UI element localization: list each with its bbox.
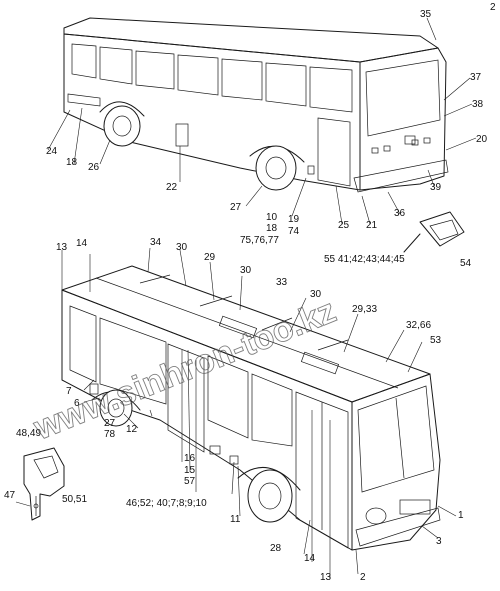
callout-32-66: 32,66 [406, 320, 431, 331]
callout-2: 2 [360, 572, 366, 583]
top-bus-callouts: 35 37 38 20 39 36 21 25 19 74 10 18 75,7… [46, 9, 488, 246]
watermark-text: www.sinhron-too.kz [28, 292, 341, 448]
callout-30-b: 30 [240, 265, 252, 276]
callout-11: 11 [230, 514, 241, 525]
callout-13-bottom: 13 [320, 572, 332, 583]
callout-48-49: 48,49 [16, 428, 41, 439]
callout-29: 29 [204, 252, 216, 263]
bottom-bus-drawing [61, 250, 441, 551]
callout-47: 47 [4, 490, 16, 501]
bottom-bus-callouts: 13 14 34 30 29 30 33 30 29,33 32,66 53 7… [56, 237, 464, 583]
leader-lines [47, 17, 477, 578]
callout-35: 35 [420, 9, 432, 20]
callout-14-bottom: 14 [304, 553, 316, 564]
callout-30-c: 30 [310, 289, 322, 300]
callout-13-top: 13 [56, 242, 68, 253]
callout-74: 74 [288, 226, 300, 237]
callout-24: 24 [46, 146, 58, 157]
callout-12: 12 [126, 424, 138, 435]
callout-20: 20 [476, 134, 488, 145]
callout-50-51: 50,51 [62, 494, 87, 505]
callout-26: 26 [88, 162, 100, 173]
callout-27-top: 27 [230, 202, 242, 213]
top-bus-drawing [63, 17, 449, 193]
callout-15: 15 [184, 465, 196, 476]
callout-21: 21 [366, 220, 378, 231]
callout-37: 37 [470, 72, 482, 83]
callout-30-a: 30 [176, 242, 188, 253]
callout-10: 10 [266, 212, 278, 223]
mirror-detail-drawing [403, 211, 465, 253]
detail-callouts: 55 41;42;43;44;45 54 48,49 47 50,51 2 [4, 2, 496, 505]
callout-18: 18 [266, 223, 278, 234]
callout-57: 57 [184, 476, 196, 487]
callout-25: 25 [338, 220, 350, 231]
callout-7: 7 [66, 386, 72, 397]
callout-36: 36 [394, 208, 406, 219]
callout-75-76-77: 75,76,77 [240, 235, 279, 246]
callout-46-52-40-10: 46;52; 40;7;8;9;10 [126, 498, 207, 509]
callout-3: 3 [436, 536, 442, 547]
callout-22: 22 [166, 182, 178, 193]
callout-14-top: 14 [76, 238, 88, 249]
callout-19: 19 [288, 214, 300, 225]
callout-33: 33 [276, 277, 288, 288]
callout-38: 38 [472, 99, 484, 110]
callout-16: 16 [184, 453, 196, 464]
callout-55-41-45: 55 41;42;43;44;45 [324, 254, 405, 265]
callout-53: 53 [430, 335, 442, 346]
callout-78: 78 [104, 429, 116, 440]
callout-18-left: 18 [66, 157, 78, 168]
callout-29-33: 29,33 [352, 304, 377, 315]
callout-1: 1 [458, 510, 464, 521]
callout-39: 39 [430, 182, 442, 193]
bracket-detail-drawing [15, 447, 65, 521]
callout-28: 28 [270, 543, 282, 554]
callout-34: 34 [150, 237, 162, 248]
corner-mark: 2 [490, 2, 496, 13]
callout-6: 6 [74, 398, 80, 409]
callout-27-bottom: 27 [104, 418, 116, 429]
callout-54: 54 [460, 258, 472, 269]
